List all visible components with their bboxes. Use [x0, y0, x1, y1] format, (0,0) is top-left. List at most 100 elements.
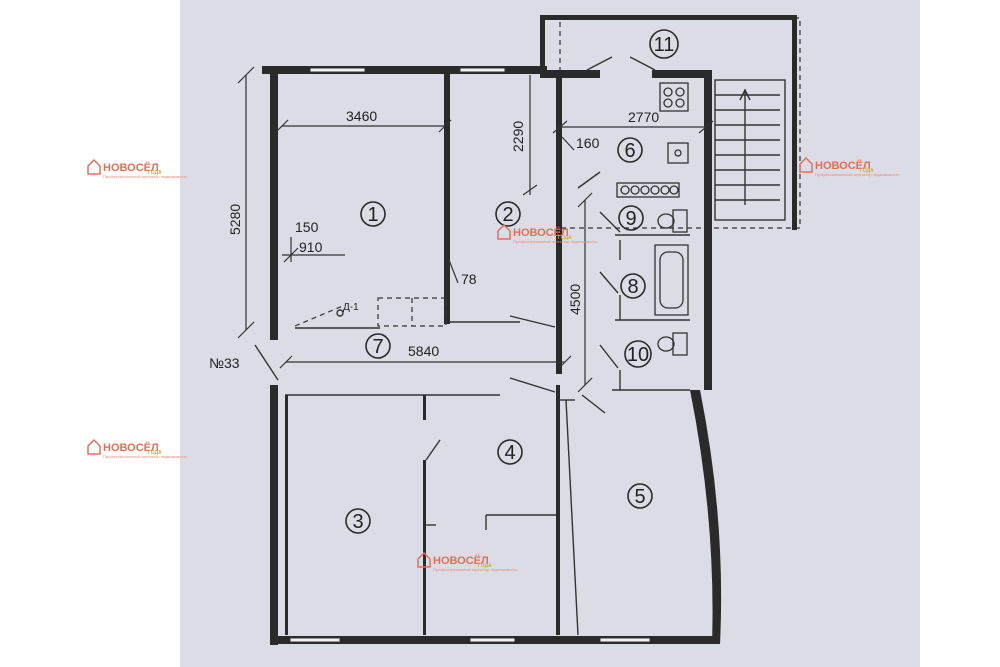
svg-text:НОВОСЁЛ: НОВОСЁЛ	[103, 161, 159, 174]
watermark: НОВОСЁЛ Профессиональный агрегатор недви…	[87, 158, 188, 179]
dim-3460: 3460	[346, 108, 377, 124]
room-1-marker: 1	[360, 201, 386, 227]
dim-2770: 2770	[628, 109, 659, 125]
top-wall-mid	[540, 70, 600, 78]
stove	[659, 82, 689, 112]
svg-text:НОВОСЁЛ: НОВОСЁЛ	[513, 226, 569, 239]
right-wall-curved	[690, 390, 722, 644]
wall-4-5-upper	[556, 385, 560, 635]
watermark: НОВОСЁЛ Профессиональный агрегатор недви…	[87, 438, 188, 459]
svg-text:ГОДА: ГОДА	[478, 563, 492, 569]
kitchen-sink	[667, 142, 689, 164]
door-kitchen	[577, 171, 601, 189]
window	[469, 637, 516, 643]
toilet-10	[657, 332, 688, 356]
house-icon	[497, 223, 511, 240]
door-10	[599, 344, 619, 369]
room-5-marker: 5	[627, 483, 653, 509]
left-wall-upper	[270, 70, 278, 340]
watermark: НОВОСЁЛ Профессиональный агрегатор недви…	[799, 156, 900, 177]
svg-text:Профессиональный агрегатор нед: Профессиональный агрегатор недвижимости	[103, 454, 188, 459]
svg-text:5: 5	[634, 486, 645, 508]
door-8	[599, 271, 619, 294]
svg-text:НОВОСЁЛ: НОВОСЁЛ	[433, 554, 489, 567]
svg-text:10: 10	[627, 344, 649, 366]
dim-5840: 5840	[408, 343, 439, 359]
wall-1-2	[444, 74, 450, 324]
room3-left	[285, 395, 288, 635]
svg-text:3: 3	[352, 511, 363, 533]
left-wall-lower	[270, 385, 278, 645]
watermark: НОВОСЁЛ Профессиональный агрегатор недви…	[417, 551, 518, 572]
right-wall-upper	[704, 70, 712, 390]
svg-text:8: 8	[627, 276, 638, 298]
svg-text:2: 2	[502, 204, 513, 226]
door-2	[509, 315, 556, 328]
balcony-outline	[559, 17, 801, 229]
door-5	[581, 394, 606, 414]
house-icon	[799, 156, 813, 173]
dim-150: 150	[295, 219, 319, 235]
wall-3-4	[423, 460, 426, 635]
dim-78: 78	[461, 271, 477, 287]
wall-2-corridor	[556, 74, 562, 374]
svg-text:Профессиональный агрегатор нед: Профессиональный агрегатор недвижимости	[815, 172, 900, 177]
window	[309, 67, 366, 73]
svg-text:ГОДА: ГОДА	[148, 170, 162, 176]
svg-text:ГОДА: ГОДА	[558, 235, 572, 241]
door-4	[509, 377, 556, 393]
svg-text:9: 9	[625, 208, 636, 230]
svg-text:НОВОСЁЛ: НОВОСЁЛ	[103, 441, 159, 454]
balcony-left-wall	[540, 15, 545, 75]
svg-text:Профессиональный агрегатор нед: Профессиональный агрегатор недвижимости	[513, 239, 598, 244]
svg-text:НОВОСЁЛ: НОВОСЁЛ	[815, 159, 871, 172]
top-wall-left	[262, 66, 547, 74]
room-10-marker: 10	[624, 340, 652, 368]
room-4-marker: 4	[497, 439, 523, 465]
stairs	[714, 79, 786, 221]
door-mark: Д-1	[343, 302, 359, 313]
door-entrance	[254, 344, 279, 381]
svg-text:Профессиональный агрегатор нед: Профессиональный агрегатор недвижимости	[103, 174, 188, 179]
balcony-top-wall	[540, 15, 796, 20]
dim-2290: 2290	[510, 121, 526, 152]
svg-text:1: 1	[367, 204, 378, 226]
apartment-label: №33	[209, 355, 240, 371]
svg-text:7: 7	[372, 336, 383, 358]
toilet-9	[657, 209, 688, 233]
room-11-marker: 11	[649, 29, 679, 59]
house-icon	[87, 438, 101, 455]
room-3-marker: 3	[345, 508, 371, 534]
svg-text:11: 11	[654, 34, 675, 56]
house-icon	[417, 551, 431, 568]
room-6-marker: 6	[617, 137, 643, 163]
door-3-4	[425, 439, 441, 461]
room-2-marker: 2	[495, 201, 521, 227]
room-7-marker: 7	[365, 333, 391, 359]
dim-160: 160	[576, 135, 600, 151]
svg-text:ГОДА: ГОДА	[148, 450, 162, 456]
bathtub	[654, 244, 689, 316]
svg-text:6: 6	[624, 140, 635, 162]
window	[599, 637, 651, 643]
radiator	[616, 182, 680, 198]
house-icon	[87, 158, 101, 175]
watermark: НОВОСЁЛ Профессиональный агрегатор недви…	[497, 223, 598, 244]
dim-4500: 4500	[567, 284, 583, 315]
door-balcony	[586, 56, 613, 71]
svg-text:ГОДА: ГОДА	[860, 168, 874, 174]
room-9-marker: 9	[618, 205, 644, 231]
svg-text:Профессиональный агрегатор нед: Профессиональный агрегатор недвижимости	[433, 567, 518, 572]
top-wall-right	[652, 70, 710, 78]
dim-5280: 5280	[227, 204, 243, 235]
wall-3-4-top	[423, 395, 426, 420]
wall-4-5	[565, 399, 579, 636]
window	[459, 67, 506, 73]
dim-910: 910	[299, 239, 323, 255]
svg-text:4: 4	[504, 442, 515, 464]
room-8-marker: 8	[620, 273, 646, 299]
door-9	[599, 211, 621, 233]
window	[289, 637, 341, 643]
balcony-right-wall	[792, 15, 797, 230]
